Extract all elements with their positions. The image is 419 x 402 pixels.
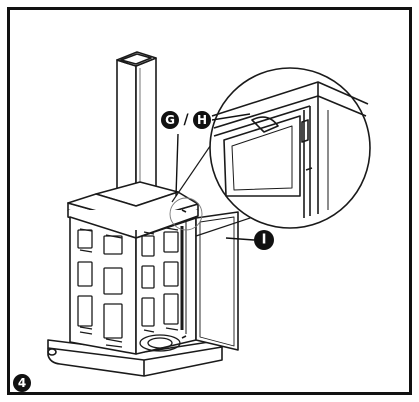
cabinet-left-panels [77, 228, 123, 348]
leader-line-h [211, 113, 251, 121]
cabinet-inner-panels [139, 227, 181, 352]
label-g-text: G [165, 113, 175, 127]
label-h-badge [193, 111, 211, 129]
label-group-i: I [225, 230, 274, 250]
leader-line-g [175, 133, 179, 197]
chimney-flue [116, 51, 157, 205]
label-g-badge [161, 111, 179, 129]
leader-line-i [225, 237, 255, 241]
magnified-detail [209, 67, 371, 229]
stove-base [47, 339, 223, 377]
step-number: 4 [13, 374, 31, 392]
label-group-gh: G / H [161, 111, 251, 197]
label-h-text: H [197, 113, 207, 127]
label-i-badge [254, 230, 274, 250]
label-i-text: I [262, 233, 267, 248]
figure-frame [7, 7, 412, 395]
label-separator: / [183, 112, 189, 128]
step-number-badge [13, 374, 31, 392]
step-number-text: 4 [18, 376, 26, 390]
stove-door [180, 209, 239, 351]
